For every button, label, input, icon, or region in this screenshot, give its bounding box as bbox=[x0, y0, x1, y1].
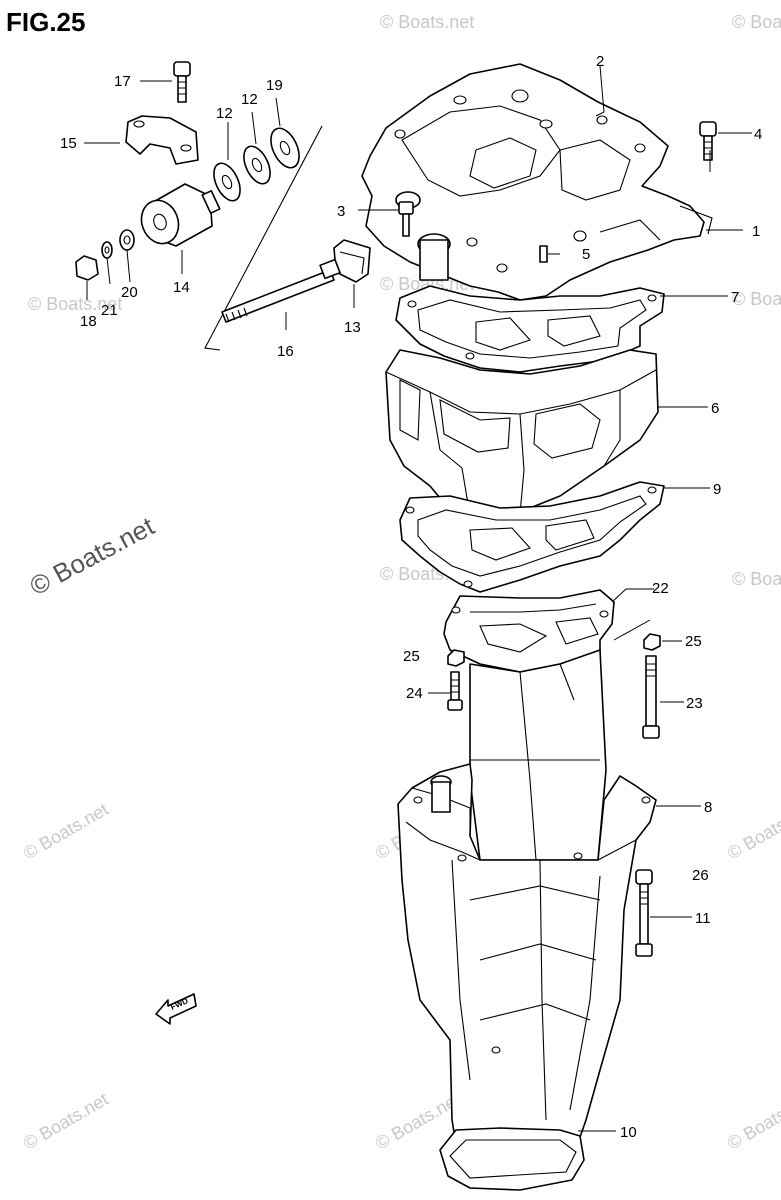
callout-2: 2 bbox=[596, 53, 604, 70]
stud-23 bbox=[642, 655, 660, 739]
callout-12b: 12 bbox=[241, 91, 258, 108]
bolt-11 bbox=[635, 869, 653, 957]
callout-24: 24 bbox=[406, 685, 423, 702]
callout-14: 14 bbox=[173, 279, 190, 296]
driveshaft-housing-8 bbox=[397, 763, 657, 1169]
callout-12a: 12 bbox=[216, 105, 233, 122]
callout-8: 8 bbox=[704, 799, 712, 816]
bolt-4 bbox=[699, 121, 717, 161]
callout-17: 17 bbox=[114, 73, 131, 90]
watermark-tile: © Boats.net bbox=[20, 799, 112, 863]
callout-16: 16 bbox=[277, 343, 294, 360]
callout-25b: 25 bbox=[685, 633, 702, 650]
watermark-tile: © Boats.net bbox=[732, 12, 781, 32]
watermark-tile: © Boats.net bbox=[20, 1089, 112, 1153]
stopper-13 bbox=[333, 239, 371, 283]
nut-washers-18-20-21 bbox=[75, 229, 135, 281]
watermark-tile: © Boats.net bbox=[732, 289, 781, 309]
watermark-main: © Boats.net bbox=[25, 510, 160, 601]
callout-22: 22 bbox=[652, 580, 669, 597]
bolt-17 bbox=[173, 61, 191, 103]
callout-20: 20 bbox=[121, 284, 138, 301]
callout-13: 13 bbox=[344, 319, 361, 336]
callout-15: 15 bbox=[60, 135, 77, 152]
fwd-arrow-icon: FWD bbox=[155, 993, 197, 1025]
watermark-tile: © Boats.net bbox=[732, 569, 781, 589]
callout-23: 23 bbox=[686, 695, 703, 712]
watermark-tile: © Boats.net bbox=[380, 12, 474, 32]
leader-lines bbox=[84, 65, 752, 1132]
callout-4: 4 bbox=[754, 126, 762, 143]
callout-26: 26 bbox=[692, 867, 709, 884]
callout-5: 5 bbox=[582, 246, 590, 263]
spacer-6 bbox=[385, 349, 659, 521]
callout-11: 11 bbox=[695, 910, 711, 927]
driveshaft-housing-upper-22 bbox=[443, 589, 615, 861]
seal-10 bbox=[439, 1127, 585, 1191]
rubber-mount-14 bbox=[140, 183, 221, 247]
bolt-24 bbox=[447, 649, 465, 711]
callout-7: 7 bbox=[731, 289, 739, 306]
callout-25a: 25 bbox=[403, 648, 420, 665]
callout-9: 9 bbox=[713, 481, 721, 498]
callout-21: 21 bbox=[101, 302, 118, 319]
callout-1: 1 bbox=[752, 223, 760, 240]
callout-19: 19 bbox=[266, 77, 283, 94]
callout-10: 10 bbox=[620, 1124, 637, 1141]
callout-6: 6 bbox=[711, 400, 719, 417]
gasket-9 bbox=[399, 481, 665, 593]
mount-assembly bbox=[75, 61, 371, 351]
assembly-bracket-line bbox=[204, 125, 323, 351]
engine-holder-2 bbox=[361, 63, 713, 301]
gasket-7 bbox=[395, 285, 665, 373]
watermark-tile: © Boats.net bbox=[724, 1089, 781, 1153]
watermark-tile: © Boats.net bbox=[28, 294, 122, 314]
figure-title: FIG.25 bbox=[6, 7, 85, 37]
watermark-tile: © Boats.net bbox=[724, 799, 781, 863]
washers-12-19 bbox=[213, 127, 300, 202]
upper-mount-clamp-15 bbox=[125, 115, 199, 165]
callout-18: 18 bbox=[80, 313, 97, 330]
long-bolt-16 bbox=[221, 258, 341, 323]
nut-25-right bbox=[643, 633, 661, 651]
callout-labels: 1 2 3 4 5 6 7 8 9 10 11 12 12 13 14 15 1… bbox=[60, 53, 762, 1141]
callout-3: 3 bbox=[337, 203, 345, 220]
